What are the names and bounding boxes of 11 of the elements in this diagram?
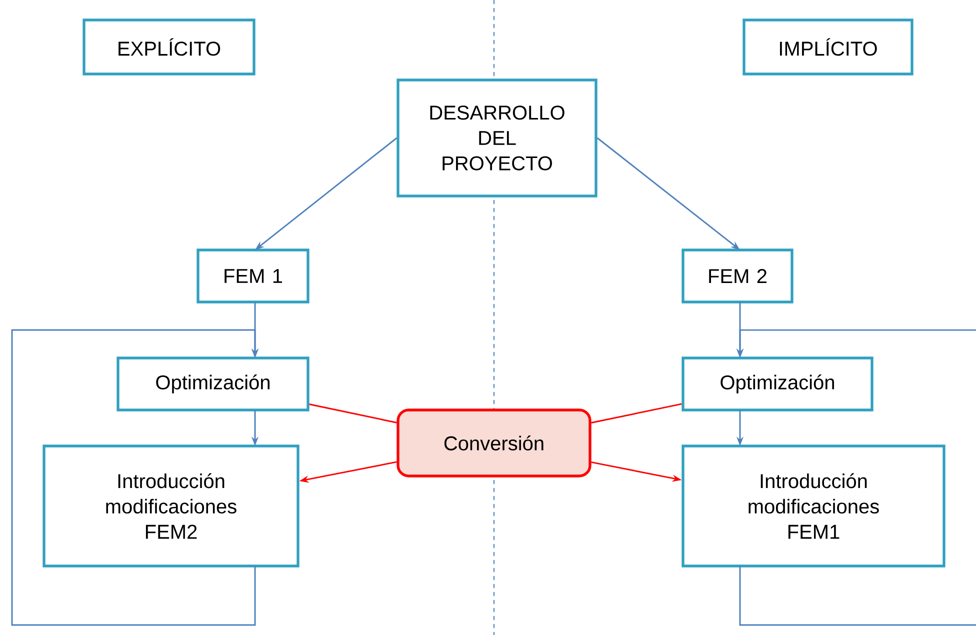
process-box: Introducción modificaciones FEM1 <box>682 444 946 568</box>
process-box: Introducción modificaciones FEM2 <box>42 444 300 568</box>
process-box: FEM 2 <box>682 248 794 304</box>
process-box: FEM 1 <box>196 248 310 304</box>
arrow <box>11 329 259 626</box>
rounded-box: Conversión <box>396 408 592 478</box>
process-box: IMPLÍCITO <box>742 18 914 76</box>
process-box: Optimización <box>682 356 874 412</box>
process-box: DESARROLLO DEL PROYECTO <box>396 78 598 198</box>
process-box: Optimización <box>116 356 310 412</box>
process-box: EXPLÍCITO <box>82 18 256 76</box>
